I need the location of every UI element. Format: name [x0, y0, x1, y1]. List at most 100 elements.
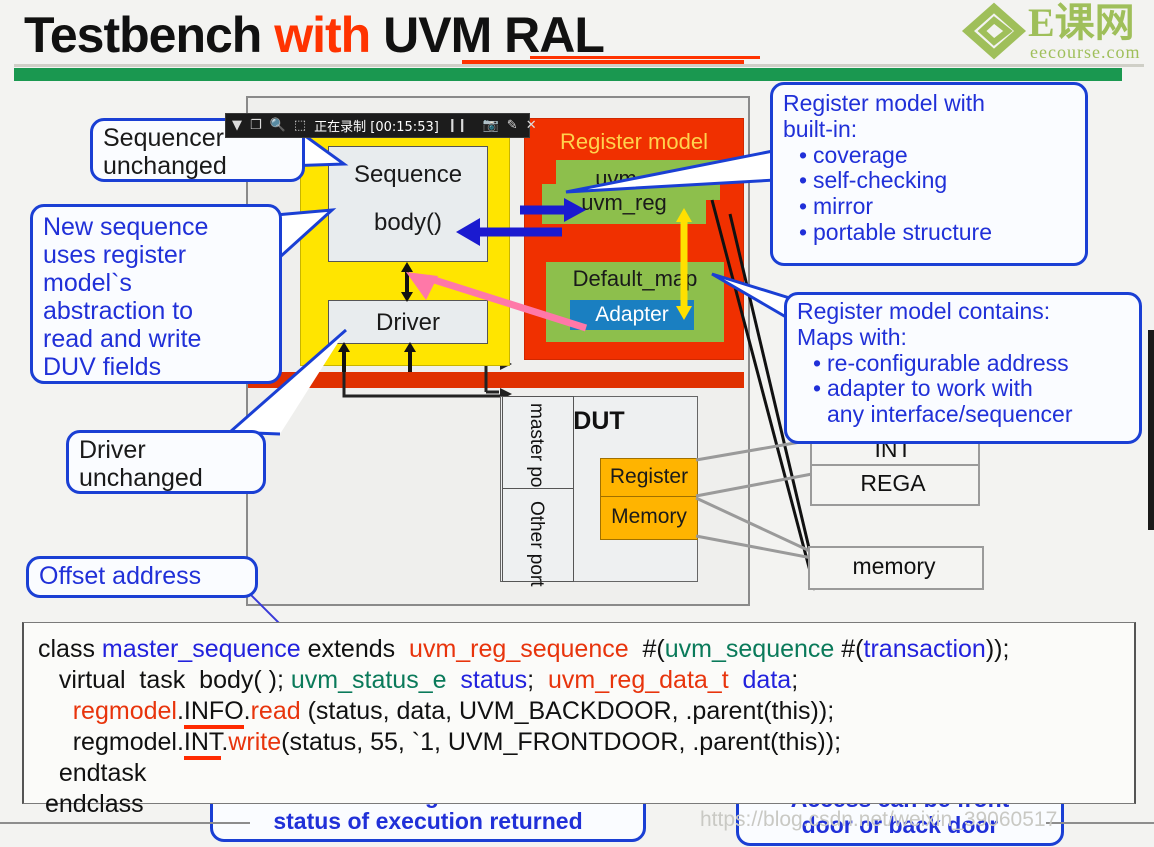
master-port-box: master port — [502, 396, 574, 499]
logo-subtext: eecourse.com — [1030, 42, 1141, 62]
callout-new-sequence: New sequence uses register model`s abstr… — [30, 204, 282, 384]
chevron-down-icon[interactable]: ▼ — [232, 118, 242, 133]
list-item: self-checking — [799, 167, 1075, 194]
callout-driver: Driver unchanged — [66, 430, 266, 494]
camera-icon[interactable]: 📷 — [482, 118, 499, 133]
code-line2-indent — [38, 666, 59, 694]
footer-rule-left — [0, 822, 250, 824]
regmodel-internal-arrow-icon — [676, 208, 692, 320]
recording-status-label: 正在录制 [00:15:53] — [314, 120, 439, 135]
code-class-name: master_sequence — [101, 635, 301, 663]
callout-builtin-list: coverage self-checking mirror portable s… — [783, 142, 1075, 246]
code-args4: (status, 55, `1, UVM_FRONTDOOR, .parent(… — [281, 728, 842, 756]
reg-list-rega-label: REGA — [860, 470, 926, 496]
code-type-uvm-status-e: uvm_status_e — [290, 666, 447, 694]
pen-icon[interactable]: ✎ — [506, 118, 518, 133]
recording-toolbar[interactable]: ▼ ❐ 🔍 ⬚ 正在录制 [00:15:53] ❙❙ 📷 ✎ ✕ — [225, 113, 537, 138]
code-method-write: write — [228, 728, 282, 756]
pause-icon[interactable]: ❙❙ — [446, 118, 468, 133]
code-var-status: status — [446, 666, 528, 694]
other-port-box: Other port — [502, 488, 574, 587]
code-param-transaction: transaction — [863, 635, 986, 663]
list-item: re-configurable address — [813, 350, 1129, 377]
driver-input-arrows-icon — [338, 342, 416, 372]
adapter-label: Adapter — [595, 303, 669, 326]
uvm-reg-label-front: uvm_reg — [581, 190, 667, 215]
scrollbar[interactable] — [1148, 330, 1154, 530]
title-underline-secondary — [530, 56, 760, 59]
close-icon[interactable]: ✕ — [525, 118, 537, 133]
window-icon[interactable]: ❐ — [250, 118, 262, 133]
body-label: body() — [373, 209, 443, 236]
sequence-box: Sequence body() — [328, 146, 488, 262]
memory-box: memory — [808, 546, 984, 590]
title-highlight: with — [274, 7, 371, 63]
header-divider-shadow — [14, 64, 1144, 67]
code-regmodel-3: regmodel — [72, 697, 177, 725]
memory-box-label: memory — [852, 553, 936, 579]
uvm-reg-arrow-icon — [520, 198, 586, 222]
callout-offset-address: Offset address — [26, 556, 258, 598]
regmodel-leader-lines — [710, 199, 820, 591]
title-part1: Testbench — [24, 7, 275, 63]
code-param-uvm-sequence: uvm_sequence — [664, 635, 835, 663]
callout-register-model-builtin: Register model with built-in: coverage s… — [770, 82, 1088, 266]
driver-label: Driver — [376, 309, 440, 336]
logo-mark-icon — [961, 2, 1027, 60]
code-hash2: #( — [834, 635, 864, 663]
header-green-bar — [14, 68, 1122, 81]
footer-rule-right — [1046, 822, 1154, 824]
code-listing: class master_sequence extends uvm_reg_se… — [38, 634, 1009, 820]
code-semi1: ; — [527, 666, 542, 694]
code-field-int: INT — [183, 728, 222, 760]
dut-memory-box: Memory — [600, 496, 698, 540]
sequence-label: Sequence — [353, 161, 463, 188]
code-kw-class: class — [38, 635, 102, 663]
default-map-label: Default_map — [572, 266, 698, 291]
code-endclass: endclass — [38, 790, 144, 818]
dut-leader-lines — [695, 438, 813, 560]
code-block — [22, 622, 1136, 804]
list-item: mirror — [799, 193, 1075, 220]
brand-logo: E课网 eecourse.com — [961, 0, 1152, 64]
code-base-class: uvm_reg_sequence — [409, 635, 629, 663]
code-dot4b: . — [221, 728, 229, 756]
other-port-label: Other port — [526, 501, 547, 587]
code-kw-virtual-task: virtual task body( ); — [58, 666, 291, 694]
list-item: portable structure — [799, 219, 1075, 246]
register-model-title: Register model — [560, 129, 708, 154]
driver-box: Driver — [328, 300, 488, 344]
default-map-box: Default_map Adapter — [546, 262, 724, 342]
code-line1-tail: )); — [985, 635, 1010, 663]
page-title: Testbench with UVM RAL — [24, 6, 605, 64]
code-args3: (status, data, UVM_BACKDOOR, .parent(thi… — [300, 697, 835, 725]
list-item: adapter to work with any interface/seque… — [813, 375, 1129, 428]
code-dot4a: . — [176, 728, 184, 756]
code-line4-indent — [38, 728, 73, 756]
code-field-info: INFO — [183, 697, 244, 729]
code-kw-extends: extends — [300, 635, 410, 663]
region-select-icon[interactable]: ⬚ — [293, 118, 307, 133]
search-icon[interactable]: 🔍 — [269, 118, 286, 133]
code-endtask: endtask — [38, 759, 147, 787]
master-port-label: master port — [526, 403, 547, 500]
title-part2: UVM RAL — [370, 7, 605, 63]
title-underline — [462, 60, 744, 64]
list-item: coverage — [799, 142, 1075, 169]
code-param-open: #( — [628, 635, 665, 663]
code-method-read: read — [250, 697, 301, 725]
code-regmodel-4: regmodel — [72, 728, 177, 756]
callout-builtin-title: Register model with built-in: — [783, 90, 985, 142]
watermark: https://blog.csdn.net/weixin_39060517 — [700, 808, 1058, 831]
dut-memory-label: Memory — [611, 505, 687, 528]
code-dot3b: . — [243, 697, 251, 725]
code-type-uvm-reg-data-t: uvm_reg_data_t — [541, 666, 729, 694]
logo-text: E课网 — [1028, 0, 1135, 45]
code-line3-indent — [38, 697, 73, 725]
adapter-box: Adapter — [570, 300, 694, 330]
dut-label: DUT — [573, 407, 625, 435]
code-dot3a: . — [176, 697, 184, 725]
code-semi2: ; — [791, 666, 799, 694]
reg-list-rega-box: REGA — [810, 464, 980, 506]
code-var-data: data — [728, 666, 792, 694]
